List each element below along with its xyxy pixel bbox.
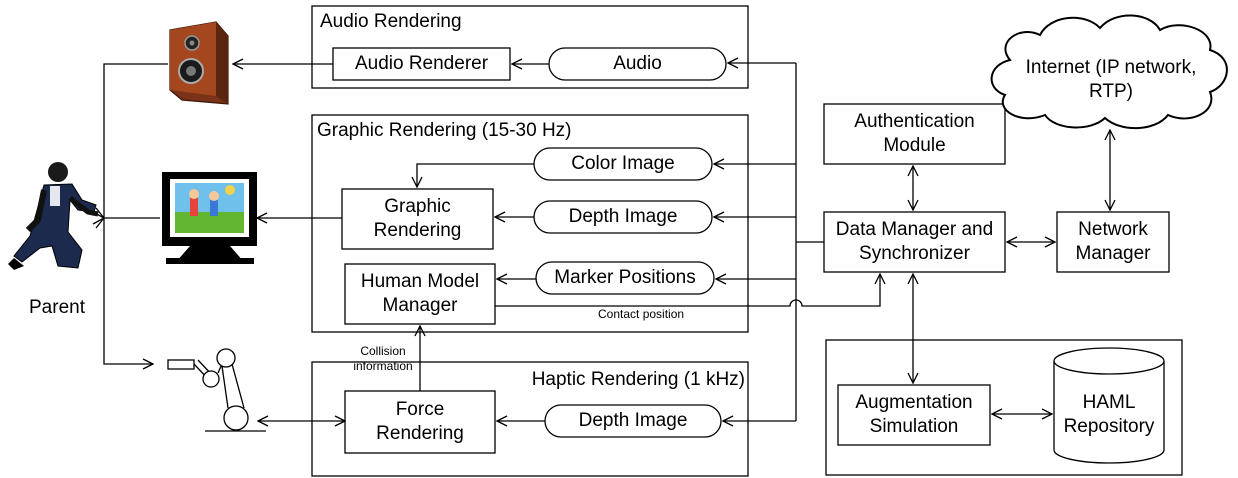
person-icon	[8, 162, 99, 270]
network-manager-box	[1056, 211, 1170, 273]
marker-positions-pill	[535, 261, 715, 295]
color-image-label: Color Image	[571, 153, 675, 174]
audio-label: Audio	[613, 53, 662, 74]
internet-label: Internet (IP network, RTP)	[1025, 57, 1197, 102]
data-manager-box	[823, 211, 1006, 273]
haptic-rendering-title: Haptic Rendering (1 kHz)	[531, 369, 745, 390]
collision-label-2: information	[353, 359, 413, 373]
audio-rendering-title: Audio Rendering	[320, 11, 462, 32]
haptic-device-icon	[167, 348, 266, 432]
network-manager-label: Network Manager	[1075, 219, 1151, 264]
authentication-module-label: Authentication Module	[854, 111, 975, 156]
graphic-rendering-box	[341, 188, 494, 250]
augmentation-simulation-label: Augmentation Simulation	[855, 392, 973, 437]
graphic-rendering-group	[311, 114, 749, 333]
force-rendering-label: Force Rendering	[376, 399, 464, 444]
marker-positions-label: Marker Positions	[554, 267, 696, 288]
graphic-rendering-title: Graphic Rendering (15-30 Hz)	[317, 120, 572, 141]
audio-rendering-group	[311, 5, 749, 89]
speaker-icon	[169, 21, 229, 105]
augmentation-simulation-box	[837, 384, 991, 446]
authentication-module-box	[823, 103, 1006, 165]
human-model-manager-box	[344, 263, 496, 325]
human-model-manager-label: Human Model Manager	[360, 271, 480, 316]
haml-repository-label: HAML Repository	[1063, 392, 1155, 437]
depth-image-haptic-label: Depth Image	[578, 410, 688, 431]
data-manager-label: Data Manager and Synchronizer	[835, 219, 994, 264]
collision-label-1: Collision	[360, 344, 406, 358]
parent-label: Parent	[29, 297, 85, 318]
audio-renderer-label: Audio Renderer	[354, 53, 489, 74]
force-rendering-box	[344, 390, 496, 454]
graphic-rendering-label: Graphic Rendering	[373, 196, 462, 241]
internet-cloud	[990, 14, 1228, 130]
audio-renderer-box	[332, 47, 511, 81]
contact-position-label: Contact position	[598, 307, 685, 321]
haml-repository-cylinder	[1053, 347, 1165, 464]
depth-image-label: Depth Image	[568, 206, 678, 227]
monitor-icon	[162, 172, 257, 264]
simulation-group	[825, 339, 1183, 476]
